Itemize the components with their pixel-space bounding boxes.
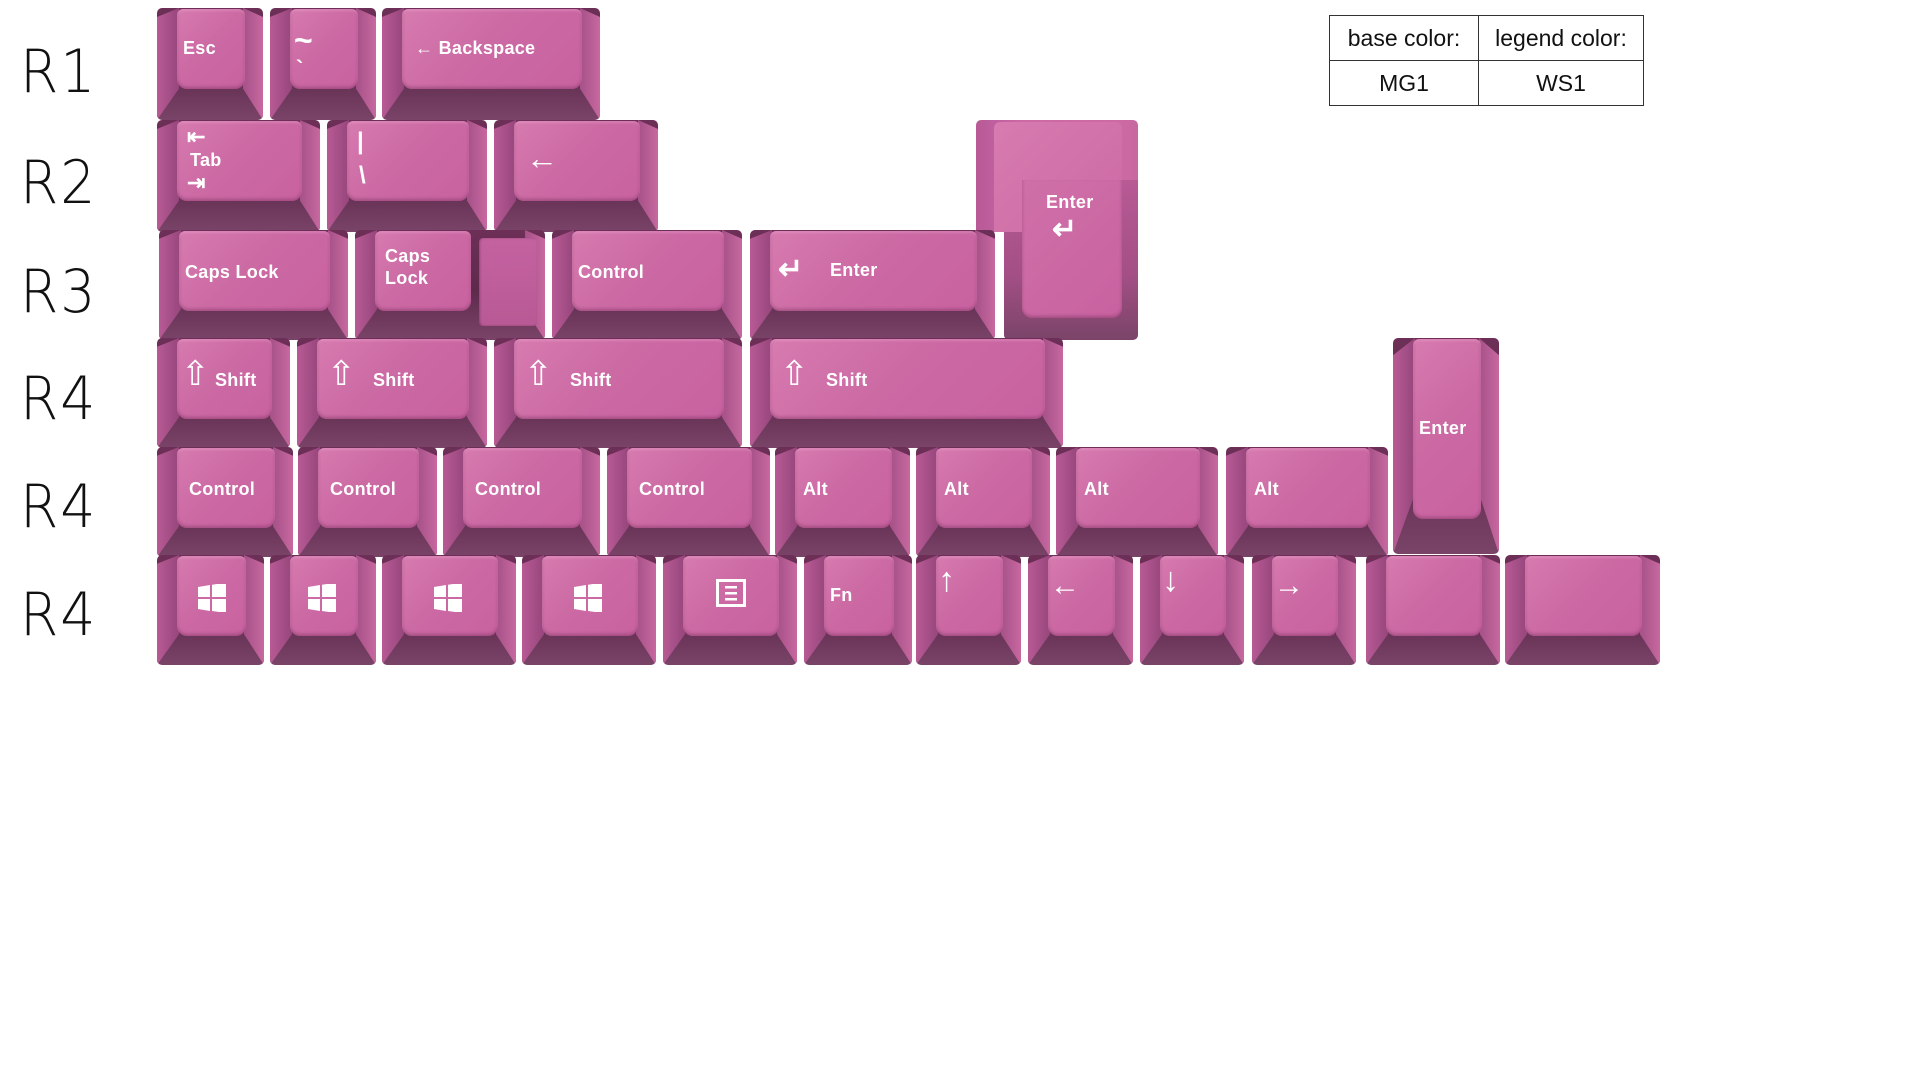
keycap-legend: Shift xyxy=(570,370,612,390)
enter-arrow-icon: ↵ xyxy=(1052,213,1078,246)
keycap-blank-2[interactable] xyxy=(1505,555,1660,665)
keycap-legend: Alt xyxy=(803,479,828,499)
keycap-legend: Alt xyxy=(1084,479,1109,499)
keycap-legend: Enter xyxy=(1046,192,1094,212)
keycap-arrow-left[interactable]: ← xyxy=(1028,555,1133,665)
row-label-r2: R2 xyxy=(20,148,98,218)
windows-icon xyxy=(574,584,602,612)
row-label-r4-second: R4 xyxy=(20,472,98,542)
keycap-control-1[interactable]: Control xyxy=(157,447,293,557)
shift-arrow-icon: ⇧ xyxy=(181,355,210,393)
keycap-backspace[interactable]: ← Backspace xyxy=(382,8,600,120)
keycap-legend: ← Backspace xyxy=(415,38,536,58)
shift-arrow-icon: ⇧ xyxy=(524,355,553,393)
keycap-control-4[interactable]: Control xyxy=(607,447,770,557)
keycap-capslock-stepped[interactable]: Caps Lock xyxy=(355,230,545,340)
tab-left-arrow-icon: ⇤ xyxy=(187,124,206,149)
tab-right-arrow-icon: ⇥ xyxy=(187,170,206,195)
keycap-alt-2[interactable]: Alt xyxy=(916,447,1050,557)
keycap-arrow-down[interactable]: ↓ xyxy=(1140,555,1244,665)
keycap-alt-1[interactable]: Alt xyxy=(775,447,910,557)
keycap-control-2[interactable]: Control xyxy=(298,447,437,557)
right-arrow-icon: → xyxy=(1274,569,1304,602)
keycap-pipe[interactable]: | \ xyxy=(327,120,487,232)
shift-arrow-icon: ⇧ xyxy=(780,355,809,393)
pipe-legend: | xyxy=(357,128,364,155)
left-arrow-icon: ← xyxy=(1050,569,1080,602)
down-arrow-icon: ↓ xyxy=(1162,561,1179,599)
windows-icon xyxy=(434,584,462,612)
keycap-legend: Shift xyxy=(215,370,257,390)
left-arrow-icon: ← xyxy=(526,140,558,176)
keycap-win-4[interactable] xyxy=(522,555,656,665)
color-info-table: base color: legend color: MG1 WS1 xyxy=(1329,15,1644,106)
keycap-legend: Shift xyxy=(826,370,868,390)
base-color-header: base color: xyxy=(1329,15,1479,61)
legend-color-value: WS1 xyxy=(1478,60,1644,106)
keycap-legend: Alt xyxy=(944,479,969,499)
keycap-esc[interactable]: Esc xyxy=(157,8,263,120)
keycap-tab[interactable]: ⇤ Tab ⇥ xyxy=(157,120,320,232)
row-label-r4: R4 xyxy=(20,364,98,434)
keycap-capslock[interactable]: Caps Lock xyxy=(159,230,348,340)
shift-arrow-icon: ⇧ xyxy=(327,355,356,393)
keycap-arrow-up[interactable]: ↑ xyxy=(916,555,1021,665)
keycap-shift-4[interactable]: ⇧ Shift xyxy=(750,338,1063,448)
keycap-arrow-right[interactable]: → xyxy=(1252,555,1356,665)
backtick-legend: ` xyxy=(296,56,304,81)
keycap-alt-4[interactable]: Alt xyxy=(1226,447,1388,557)
keycap-iso-enter[interactable]: Enter ↵ xyxy=(976,120,1138,340)
row-label-r1: R1 xyxy=(20,37,98,107)
keycap-blank-1[interactable] xyxy=(1366,555,1500,665)
tilde-legend: ~ xyxy=(294,22,313,58)
keycap-legend: Lock xyxy=(385,268,429,288)
keycap-legend: Caps Lock xyxy=(185,262,279,282)
keycap-legend: Enter xyxy=(830,260,878,280)
menu-icon xyxy=(716,579,746,607)
keycap-legend: Alt xyxy=(1254,479,1279,499)
enter-arrow-icon: ↵ xyxy=(778,253,804,286)
keycap-enter-r3[interactable]: ↵ Enter xyxy=(750,230,995,340)
keycap-win-3[interactable] xyxy=(382,555,516,665)
keycap-control-3[interactable]: Control xyxy=(443,447,600,557)
keycap-legend: Tab xyxy=(190,150,222,170)
keycap-win-2[interactable] xyxy=(270,555,376,665)
keycap-backspace-arrow[interactable]: ← xyxy=(494,120,658,232)
keycap-tilde[interactable]: ~ ` xyxy=(270,8,376,120)
keycap-legend: Fn xyxy=(830,585,853,605)
keycap-menu[interactable] xyxy=(663,555,797,665)
legend-color-header: legend color: xyxy=(1478,15,1644,61)
row-label-r4-third: R4 xyxy=(20,580,98,650)
keycap-legend: Enter xyxy=(1419,418,1467,438)
base-color-value: MG1 xyxy=(1329,60,1479,106)
backslash-legend: \ xyxy=(359,162,366,189)
keycap-legend: Shift xyxy=(373,370,415,390)
keycap-vertical-enter[interactable]: Enter xyxy=(1393,338,1499,554)
keycap-fn[interactable]: Fn xyxy=(804,555,912,665)
keycap-legend: Control xyxy=(475,479,542,499)
keycap-legend: Control xyxy=(578,262,645,282)
up-arrow-icon: ↑ xyxy=(938,561,955,599)
keycap-control-r3[interactable]: Control xyxy=(552,230,742,340)
keycap-shift-3[interactable]: ⇧ Shift xyxy=(494,338,742,448)
keycap-shift-1[interactable]: ⇧ Shift xyxy=(157,338,290,448)
windows-icon xyxy=(198,584,226,612)
keycap-legend: Caps xyxy=(385,246,431,266)
windows-icon xyxy=(308,584,336,612)
keycap-alt-3[interactable]: Alt xyxy=(1056,447,1218,557)
keycap-win-1[interactable] xyxy=(157,555,264,665)
keycap-legend: Control xyxy=(639,479,706,499)
keycap-legend: Control xyxy=(330,479,397,499)
keycap-shift-2[interactable]: ⇧ Shift xyxy=(297,338,487,448)
keycap-legend: Control xyxy=(189,479,256,499)
row-label-r3: R3 xyxy=(20,257,98,327)
keycap-legend: Esc xyxy=(183,38,216,58)
